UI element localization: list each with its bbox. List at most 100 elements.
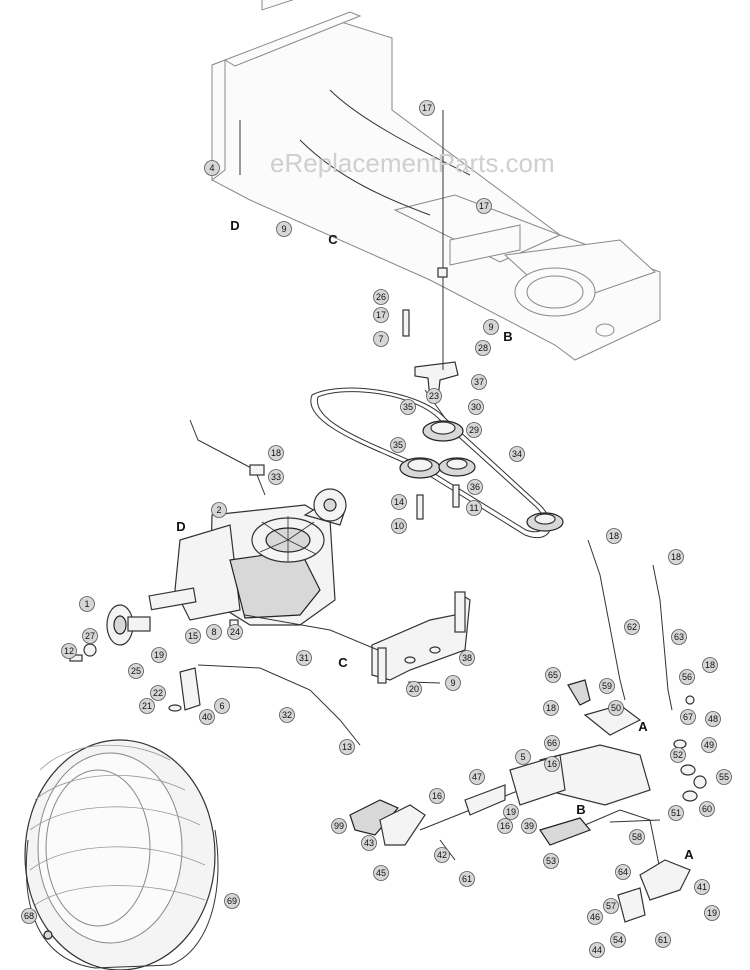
callout-circle	[694, 879, 710, 895]
callout-number: 22	[153, 688, 163, 698]
callout-number: 69	[227, 896, 237, 906]
callout-54: 54	[610, 932, 626, 948]
callout-6: 6	[214, 698, 230, 714]
callout-number: 54	[613, 935, 623, 945]
callout-27: 27	[82, 628, 98, 644]
callout-number: 37	[474, 377, 484, 387]
callout-5: 5	[515, 749, 531, 765]
callout-50: 50	[608, 700, 624, 716]
callout-circle	[702, 657, 718, 673]
callout-circle	[701, 737, 717, 753]
callout-number: 45	[376, 868, 386, 878]
callout-circle	[214, 698, 230, 714]
callout-circle	[406, 681, 422, 697]
callout-13: 13	[339, 739, 355, 755]
callout-circle	[610, 932, 626, 948]
callout-number: 68	[24, 911, 34, 921]
callout-64: 64	[615, 864, 631, 880]
frame-chassis	[211, 0, 661, 361]
callout-28: 28	[475, 340, 491, 356]
callout-circle	[515, 749, 531, 765]
callout-circle	[151, 647, 167, 663]
callout-45: 45	[373, 865, 389, 881]
callout-number: 18	[546, 703, 556, 713]
callout-33: 33	[268, 469, 284, 485]
callout-number: 8	[211, 627, 216, 637]
callout-36: 36	[467, 479, 483, 495]
callout-40: 40	[199, 709, 215, 725]
callout-number: 9	[488, 322, 493, 332]
reference-letter-b: B	[503, 329, 512, 344]
callout-52: 52	[670, 747, 686, 763]
callout-number: 17	[376, 310, 386, 320]
callout-circle	[468, 399, 484, 415]
callout-17: 17	[419, 100, 435, 116]
callout-number: 35	[403, 402, 413, 412]
callout-number: 46	[590, 912, 600, 922]
callout-circle	[521, 818, 537, 834]
callout-10: 10	[391, 518, 407, 534]
callout-circle	[680, 709, 696, 725]
callout-19: 19	[151, 647, 167, 663]
callout-circle	[467, 479, 483, 495]
callout-9: 9	[483, 319, 499, 335]
callout-circle	[599, 678, 615, 694]
callout-number: 49	[704, 740, 714, 750]
callout-number: 44	[592, 945, 602, 955]
callout-18: 18	[543, 700, 559, 716]
callout-number: 25	[131, 666, 141, 676]
idler-pulleys	[399, 420, 564, 532]
callout-circle	[606, 528, 622, 544]
callout-circle	[603, 898, 619, 914]
callout-number: 19	[154, 650, 164, 660]
callout-61: 61	[655, 932, 671, 948]
callout-number: 35	[393, 440, 403, 450]
callout-26: 26	[373, 289, 389, 305]
callout-circle	[509, 446, 525, 462]
callout-number: 52	[673, 750, 683, 760]
callout-48: 48	[705, 711, 721, 727]
callout-circle	[668, 805, 684, 821]
callout-circle	[390, 437, 406, 453]
callout-number: 26	[376, 292, 386, 302]
callout-circle	[704, 905, 720, 921]
callout-circle	[426, 388, 442, 404]
callout-99: 99	[331, 818, 347, 834]
callout-number: 58	[632, 832, 642, 842]
callout-number: 32	[282, 710, 292, 720]
callout-number: 42	[437, 850, 447, 860]
callout-number: 30	[471, 402, 481, 412]
callout-circle	[483, 319, 499, 335]
callout-18: 18	[668, 549, 684, 565]
reference-letter-b: B	[576, 802, 585, 817]
callout-14: 14	[391, 494, 407, 510]
callout-circle	[279, 707, 295, 723]
callout-20: 20	[406, 681, 422, 697]
callout-circle	[206, 624, 222, 640]
callout-4: 4	[204, 160, 220, 176]
callout-circle	[679, 669, 695, 685]
wheel-hub	[69, 604, 151, 662]
callout-circle	[699, 801, 715, 817]
callout-circle	[544, 735, 560, 751]
callout-55: 55	[716, 769, 732, 785]
callout-number: 40	[202, 712, 212, 722]
callout-15: 15	[185, 628, 201, 644]
callout-circle	[544, 756, 560, 772]
callout-63: 63	[671, 629, 687, 645]
callout-circle	[608, 700, 624, 716]
callout-number: 12	[64, 646, 74, 656]
callout-circle	[79, 596, 95, 612]
callout-number: 66	[547, 738, 557, 748]
callout-number: 47	[472, 772, 482, 782]
callout-37: 37	[471, 374, 487, 390]
callout-circle	[150, 685, 166, 701]
callout-circle	[434, 847, 450, 863]
callout-circle	[339, 739, 355, 755]
callout-16: 16	[544, 756, 560, 772]
callout-56: 56	[679, 669, 695, 685]
callout-number: 61	[658, 935, 668, 945]
callout-62: 62	[624, 619, 640, 635]
callout-number: 19	[506, 807, 516, 817]
callout-number: 20	[409, 684, 419, 694]
